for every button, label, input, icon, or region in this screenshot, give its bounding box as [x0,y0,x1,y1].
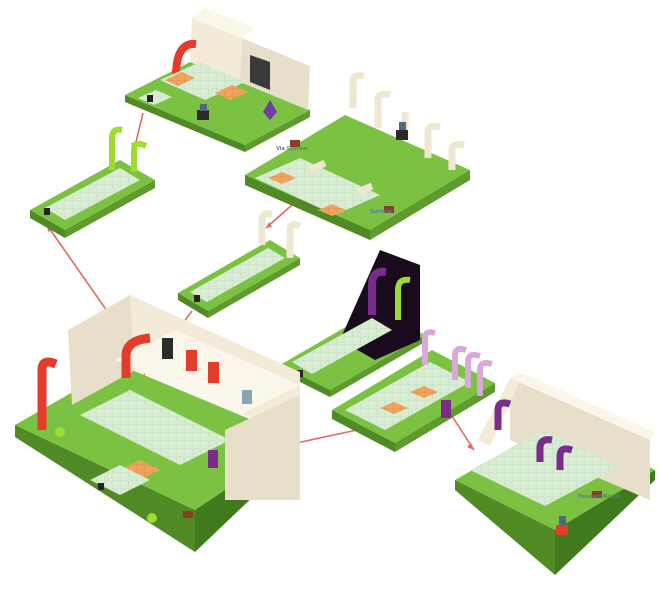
green-pipe-icon-3 [395,276,411,320]
room-green-pipe-corridor[interactable] [30,126,155,238]
robot-icon[interactable] [556,516,568,535]
door-icon[interactable] [162,338,219,468]
down-arrow-icon[interactable] [147,95,153,102]
room-pipe-garden[interactable]: Via System Surface [245,72,470,240]
lilac-pipes [422,329,493,396]
cream-pipe-icon-2 [286,221,302,258]
red-pipe-icon-3 [121,333,151,378]
green-orb-icon-2 [147,513,157,523]
treasure-chest-icon[interactable] [592,491,602,498]
down-arrow-icon[interactable] [44,208,50,215]
red-pipe-icon-2 [37,357,58,430]
green-orb-icon [55,427,65,437]
down-arrow-icon[interactable] [194,295,200,302]
room-top[interactable] [125,8,310,152]
room-purple-hall[interactable]: Pendant Room [455,372,655,575]
room-lilac-pipes[interactable] [332,329,495,452]
room-label-surface: Surface [370,209,392,215]
room-label-via-system: Via System [276,146,307,152]
room-middle-corridor[interactable] [178,210,302,318]
room-main-base[interactable] [15,295,300,552]
robot-icon[interactable] [197,104,209,120]
treasure-chest-icon-2[interactable] [384,206,394,213]
room-label-pendant: Pendant Room [578,494,619,500]
down-arrow-icon[interactable] [98,483,104,490]
purple-pipe-icon [368,267,387,315]
treasure-chest-icon[interactable] [183,511,193,518]
gem-icon[interactable] [263,100,277,120]
green-pipe-icon [109,126,123,170]
green-pipe-icon-2 [131,140,148,172]
room-purple-void[interactable] [280,250,425,397]
purple-pipes [494,399,574,470]
cream-pipes [308,72,465,196]
robot-icon[interactable] [396,122,408,140]
treasure-chest-icon[interactable] [290,140,300,147]
door-icon[interactable] [441,400,451,418]
cream-pipe-icon [258,210,273,245]
robot-icon[interactable] [242,390,252,404]
red-pipe-icon [172,39,197,77]
